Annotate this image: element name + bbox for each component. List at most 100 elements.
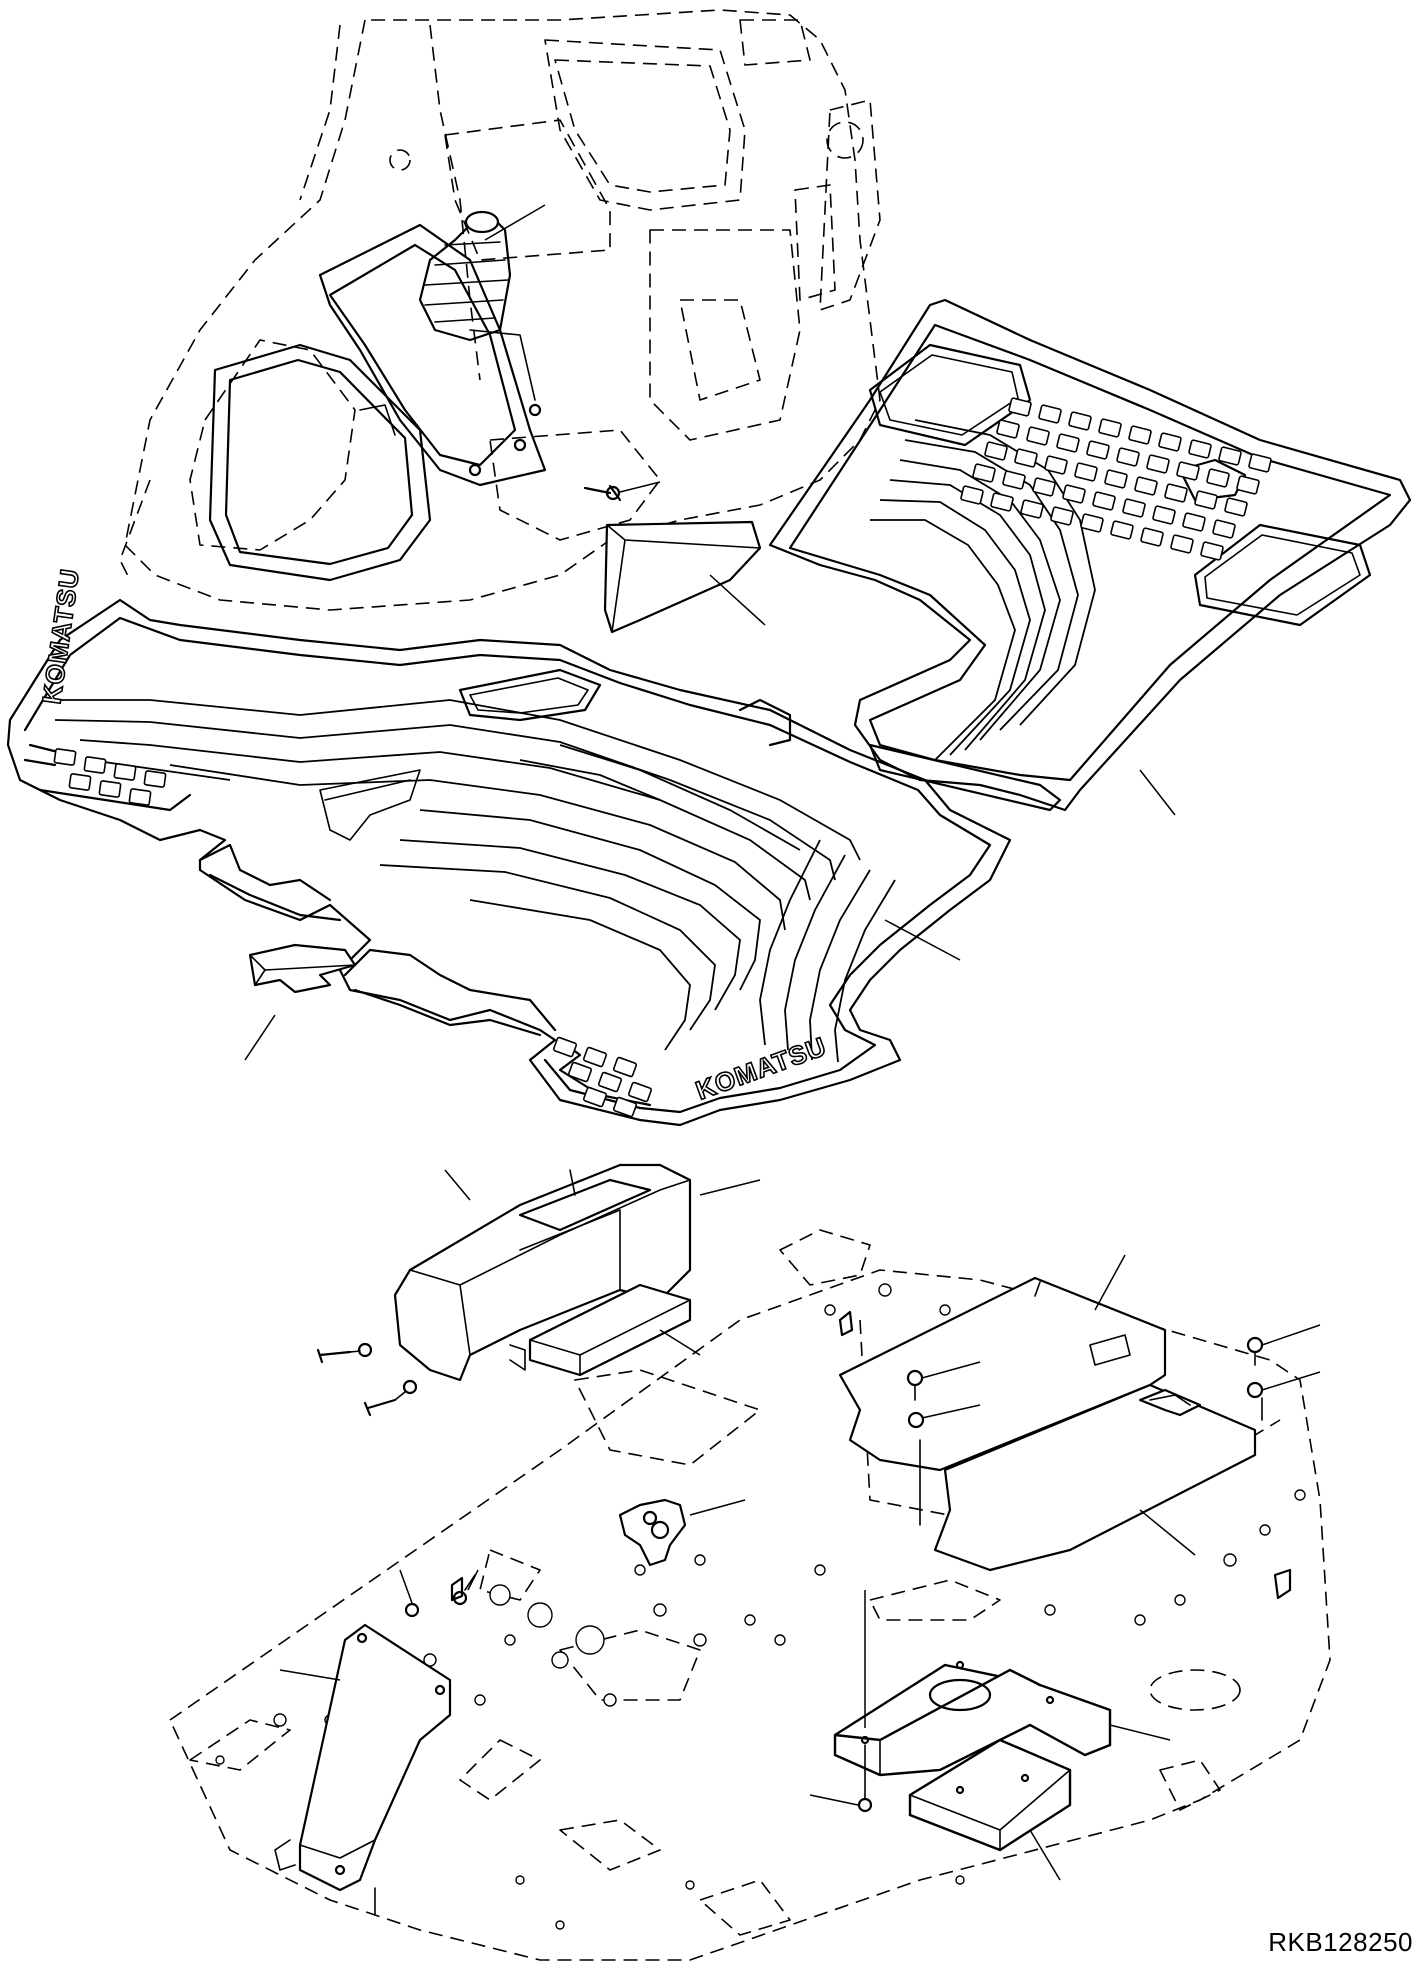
grip-pad (1236, 475, 1260, 495)
duct-cover-bracket (393, 1163, 761, 1382)
grip-pad (996, 419, 1020, 439)
frame-hole (685, 1880, 695, 1890)
grip-pad (1128, 425, 1152, 445)
grip-pad (143, 770, 167, 788)
bracket-bolts (316, 1342, 418, 1417)
console-bolt (583, 481, 661, 502)
right-floor-mat (768, 298, 1412, 816)
rubber-grommet (618, 1498, 746, 1567)
frame-hole (603, 1693, 617, 1707)
grip-pad (1050, 506, 1074, 526)
grip-pad (1200, 541, 1224, 561)
frame-hole (1174, 1594, 1186, 1606)
grip-pad (1212, 519, 1236, 539)
grip-pad (53, 748, 77, 766)
joystick-boot (418, 204, 546, 342)
grip-pad (1158, 432, 1182, 452)
frame-hole (955, 1875, 965, 1885)
mounting-bracket (509, 1283, 701, 1377)
grip-pad (1152, 505, 1176, 525)
frame-hole (774, 1634, 786, 1646)
frame-hole (575, 1625, 605, 1655)
foam-wedge-block (603, 520, 766, 634)
grip-pad (597, 1071, 623, 1093)
side-cover-bolts (399, 1569, 479, 1618)
grip-pad (1116, 447, 1140, 467)
frame-clips (450, 1310, 1292, 1602)
floor-plate-lower (933, 1383, 1257, 1572)
grip-pad (612, 1096, 638, 1118)
grip-pad (1164, 483, 1188, 503)
frame-hole (653, 1603, 667, 1617)
grip-pad (582, 1086, 608, 1108)
frame-hole (273, 1713, 287, 1727)
right-mat-grip-pads (960, 397, 1272, 561)
grip-pad (68, 773, 92, 791)
grip-pad (1032, 477, 1056, 497)
frame-hole (555, 1920, 565, 1930)
grip-pad (567, 1061, 593, 1083)
frame-hole (693, 1633, 707, 1647)
grip-pad (1176, 461, 1200, 481)
frame-hole (515, 1875, 525, 1885)
grip-pad (1020, 499, 1044, 519)
left-mat-ribs (54, 699, 896, 1063)
grip-pad (1044, 455, 1068, 475)
floor-frame-holes (215, 1283, 1306, 1930)
grip-pad (1134, 476, 1158, 496)
grip-pad (1008, 397, 1032, 417)
frame-hole (551, 1651, 569, 1669)
frame-hole (1294, 1489, 1306, 1501)
grip-pad (1140, 527, 1164, 547)
grip-pad (1170, 534, 1194, 554)
foam-pad-large (833, 1660, 1171, 1777)
frame-hole (1223, 1553, 1237, 1567)
frame-hole (744, 1614, 756, 1626)
cab-interior-outline (119, 9, 881, 611)
grip-pad (1104, 469, 1128, 489)
grip-pad (582, 1046, 608, 1068)
drawing-reference-code: RKB128250 (1268, 1927, 1413, 1957)
frame-hole (1044, 1604, 1056, 1616)
grip-pad (1098, 418, 1122, 438)
grip-pad (83, 756, 107, 774)
frame-hole (634, 1564, 646, 1576)
grip-pad (1224, 497, 1248, 517)
grip-pad (1086, 440, 1110, 460)
grip-pad (1122, 498, 1146, 518)
grip-pad (552, 1036, 578, 1058)
left-floor-mat (6, 598, 1012, 1127)
grip-pad (960, 485, 984, 505)
grip-pad (113, 763, 137, 781)
plate-bolts (906, 1324, 1321, 1526)
grip-pad (972, 463, 996, 483)
grip-pad (612, 1056, 638, 1078)
grip-pad (1026, 426, 1050, 446)
grip-pad (1074, 462, 1098, 482)
grip-pad (1080, 513, 1104, 533)
mat-logo-right: KOMATSU (692, 1031, 831, 1106)
frame-hole (878, 1283, 892, 1297)
grip-pad (1038, 404, 1062, 424)
frame-hole (814, 1564, 826, 1576)
grip-pad (1248, 453, 1272, 473)
grip-pad (1218, 446, 1242, 466)
grip-pad (1194, 490, 1218, 510)
grip-pad (990, 492, 1014, 512)
foam-pad-small (908, 1738, 1072, 1881)
pad-fastener (809, 1590, 873, 1813)
frame-hole (215, 1755, 225, 1765)
frame-hole (824, 1304, 836, 1316)
mat-logo-left: KOMATSU (36, 566, 85, 705)
side-cover-plate (274, 1623, 452, 1916)
frame-hole (527, 1602, 553, 1628)
grip-pad (1146, 454, 1170, 474)
grip-pad (1056, 433, 1080, 453)
control-console (318, 223, 547, 487)
grip-pad (1188, 439, 1212, 459)
grip-pad (984, 441, 1008, 461)
cab-side-window (208, 343, 432, 582)
grip-pad (1110, 520, 1134, 540)
frame-hole (939, 1304, 951, 1316)
